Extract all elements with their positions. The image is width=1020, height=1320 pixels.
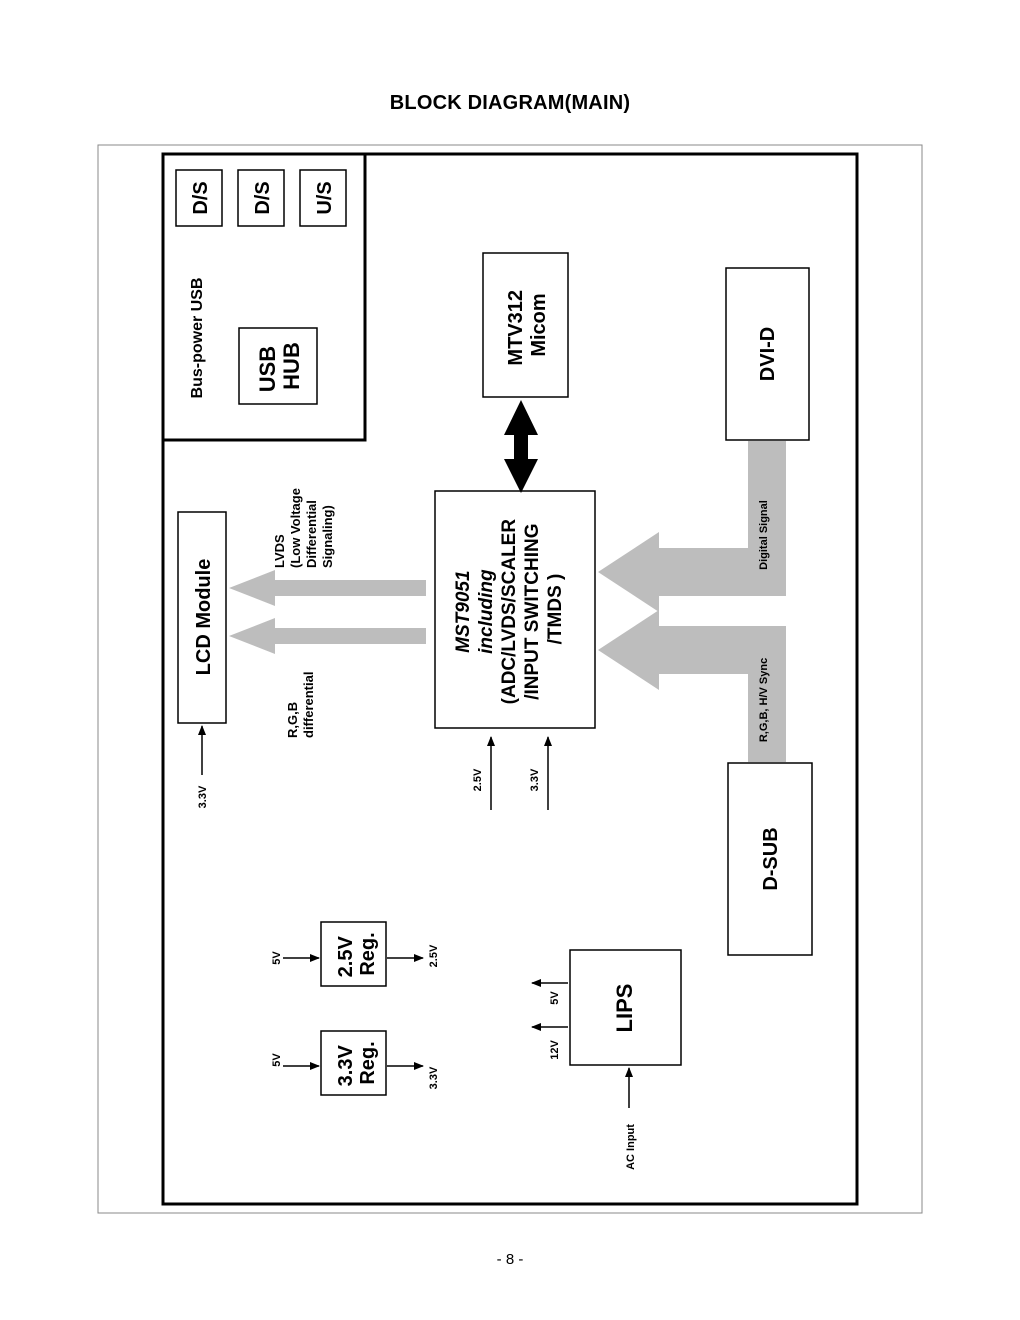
digital-signal-arrow (598, 441, 786, 612)
reg-3v3-input-label: 5V (271, 1053, 283, 1067)
usb-port-3 (299, 169, 347, 227)
reg-2v5-block: 2.5V Reg. (320, 921, 387, 987)
digital-signal-label: Digital Signal (758, 500, 770, 570)
lips-12v-label: 12V (549, 1040, 561, 1060)
lips-label: LIPS (612, 984, 637, 1033)
usb-port-1-label: D/S (190, 181, 212, 214)
reg-3v3-label: 3.3V Reg. (335, 1040, 379, 1087)
reg-2v5-label: 2.5V Reg. (335, 931, 379, 978)
rgb-differential-label: R,G,B differential (285, 672, 316, 738)
lvds-arrow-lower (229, 618, 426, 654)
page-number: - 8 - (496, 1251, 524, 1268)
reg-2v5-output-label: 2.5V (428, 944, 440, 967)
page-frame (97, 144, 923, 1214)
scaler-supply-3v3-label: 3.3V (529, 768, 541, 791)
usb-port-1 (175, 169, 223, 227)
micom-label: MTV312 Micom (505, 284, 550, 365)
scaler-supply-2v5-label: 2.5V (472, 768, 484, 791)
ac-input-label: AC Input (625, 1124, 637, 1170)
page-title: BLOCK DIAGRAM(MAIN) (389, 92, 631, 114)
dvi-label: DVI-D (757, 327, 779, 381)
reg-2v5-input-label: 5V (271, 951, 283, 965)
scaler-block: MST9051 including (ADC/LVDS/SCALER /INPU… (434, 490, 596, 729)
dsub-label: D-SUB (760, 827, 782, 890)
lcd-block: LCD Module (177, 511, 227, 724)
usb-port-3-label: U/S (314, 181, 336, 214)
analog-signal-arrow (598, 610, 786, 762)
usb-hub-box (238, 327, 318, 405)
analog-signal-label: R,G,B, H/V Sync (758, 658, 770, 742)
lcd-supply-label: 3.3V (197, 785, 209, 808)
usb-port-2-label: D/S (252, 181, 274, 214)
reg-3v3-output-label: 3.3V (428, 1066, 440, 1089)
dvi-block: DVI-D (725, 267, 810, 441)
usb-port-2 (237, 169, 285, 227)
dsub-block: D-SUB (727, 762, 813, 956)
micom-scaler-bus-arrow (504, 400, 538, 493)
lvds-arrow-upper (229, 570, 426, 606)
lvds-label: LVDS (Low Voltage Differential Signaling… (272, 484, 335, 568)
usb-group-label: Bus-power USB (189, 278, 206, 399)
main-board-frame (161, 152, 859, 1206)
lcd-label: LCD Module (193, 559, 215, 676)
micom-block: MTV312 Micom (482, 252, 569, 398)
usb-section: D/S D/S U/S Bus-power USB USB HUB (161, 152, 367, 442)
scaler-label: MST9051 including (ADC/LVDS/SCALER /INPU… (453, 514, 566, 705)
lips-5v-label: 5V (549, 991, 561, 1005)
reg-3v3-block: 3.3V Reg. (320, 1030, 387, 1096)
usb-hub-label: USB HUB (255, 340, 304, 393)
lips-block: LIPS (569, 949, 682, 1066)
